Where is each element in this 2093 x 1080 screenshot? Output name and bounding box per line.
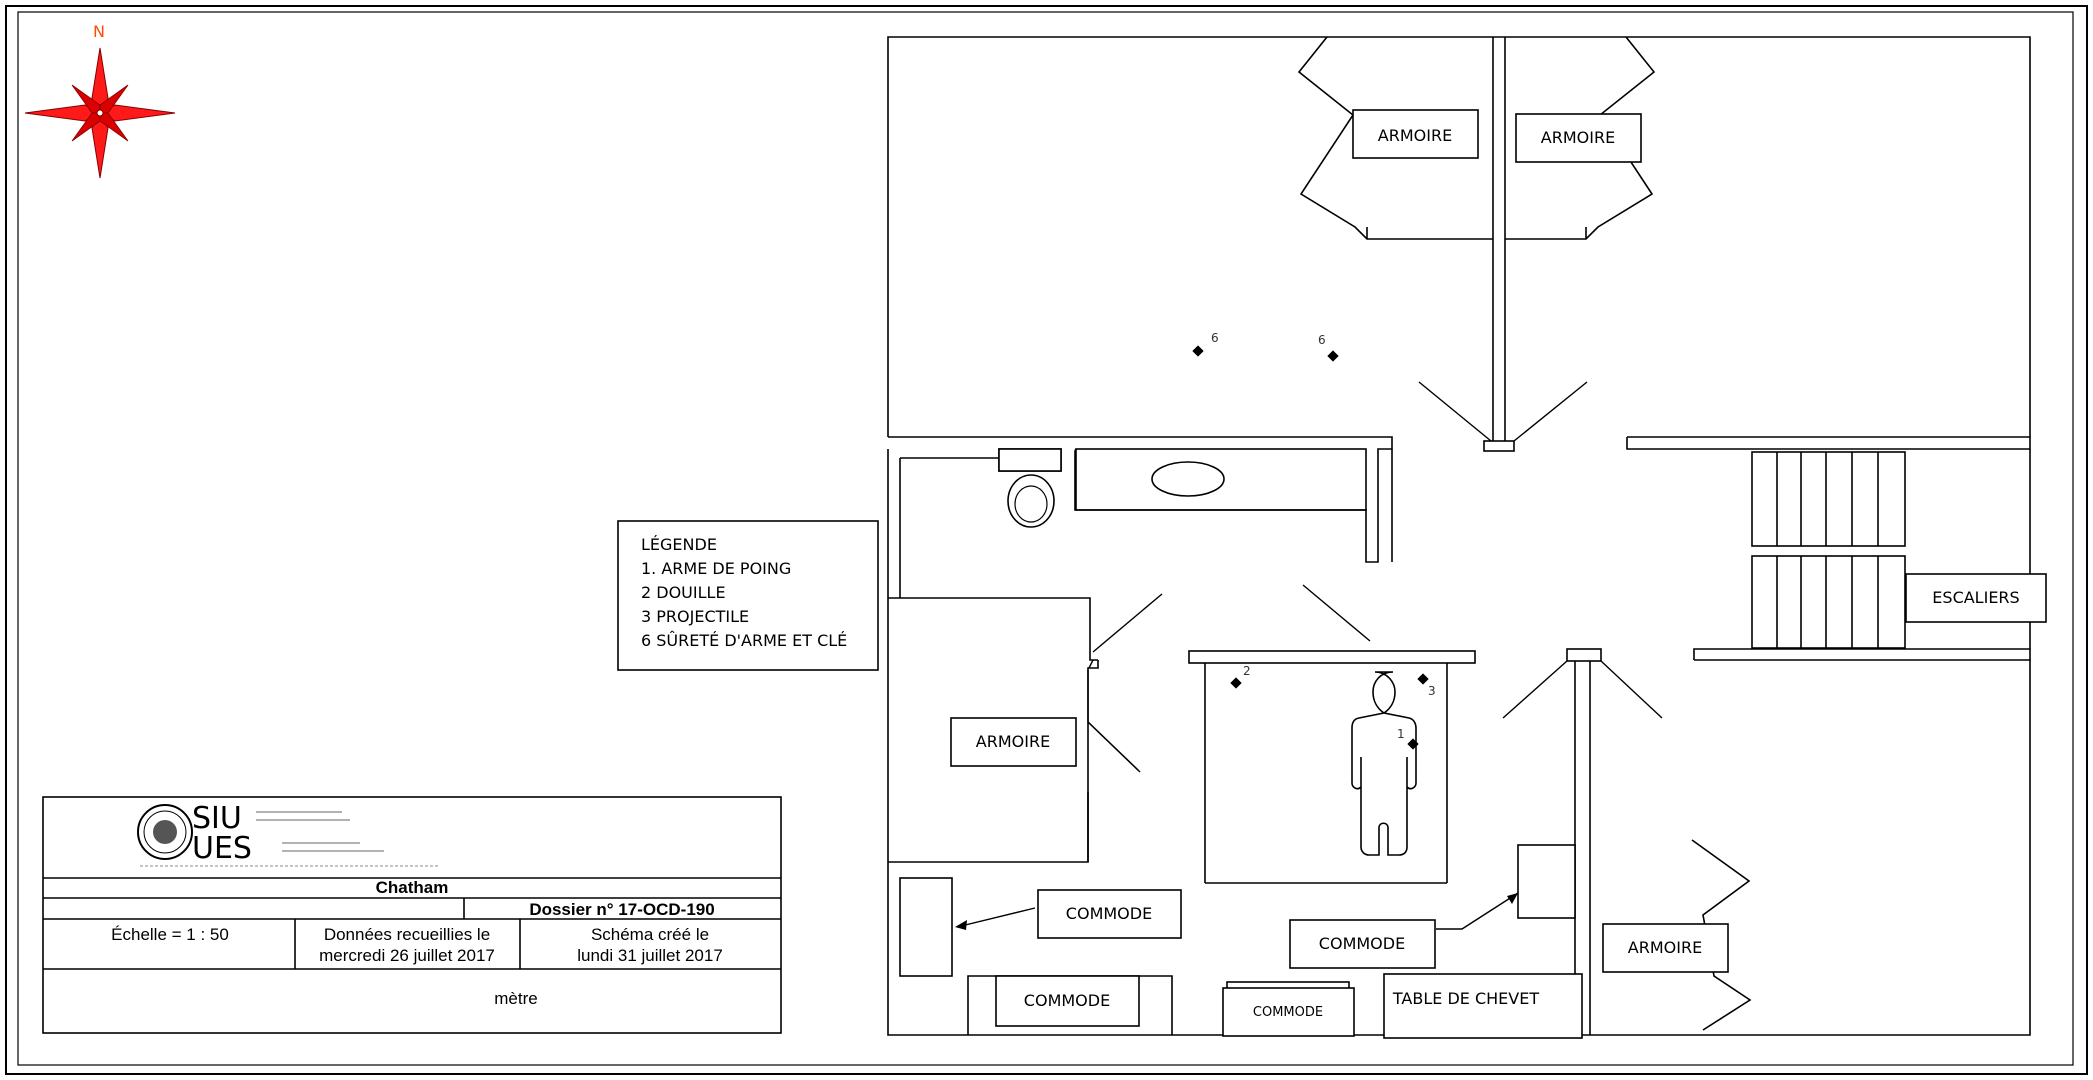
compass-north-label: N — [93, 22, 105, 41]
marker-1 — [1407, 738, 1419, 750]
title-block-drawn-1: Schéma créé le — [591, 925, 709, 944]
marker-3 — [1417, 673, 1429, 685]
title-block-location: Chatham — [376, 878, 449, 897]
label-commode-2: COMMODE — [1289, 919, 1436, 969]
legend-title: LÉGENDE — [641, 535, 717, 554]
svg-text:COMMODE: COMMODE — [1253, 1005, 1323, 1020]
marker-3-label: 3 — [1428, 684, 1436, 698]
legend-item-1: 1. ARME DE POING — [641, 559, 791, 578]
title-block: SIU UES Chatham Dossier n° 17-OCD-190 Éc… — [42, 796, 782, 1034]
marker-2-label: 2 — [1243, 664, 1251, 678]
svg-text:COMMODE: COMMODE — [1066, 904, 1152, 923]
table-chevet-shape — [1517, 844, 1576, 919]
top-armoire-doors — [1297, 36, 1656, 240]
svg-text:ESCALIERS: ESCALIERS — [1932, 588, 2019, 607]
marker-6-a — [1192, 345, 1204, 357]
inner-frame — [17, 11, 2074, 1066]
marker-6-a-label: 6 — [1211, 331, 1219, 345]
label-commode-4: COMMODE — [1222, 987, 1355, 1037]
label-armoire-top-right: ARMOIRE — [1515, 113, 1642, 163]
svg-text:TABLE DE CHEVET: TABLE DE CHEVET — [1392, 989, 1539, 1008]
floor-plan-walls — [887, 36, 2031, 1036]
marker-1-label: 1 — [1397, 727, 1405, 741]
label-escaliers: ESCALIERS — [1905, 573, 2047, 623]
body-silhouette-icon — [1351, 671, 1417, 856]
marker-6-b — [1327, 350, 1339, 362]
legend-item-3: 3 PROJECTILE — [641, 607, 749, 626]
svg-text:ARMOIRE: ARMOIRE — [1628, 938, 1702, 957]
label-armoire-top-left: ARMOIRE — [1352, 109, 1479, 159]
legend-item-4: 6 SÛRETÉ D'ARME ET CLÉ — [641, 631, 847, 650]
logo-ues-text: UES — [192, 831, 252, 866]
svg-text:COMMODE: COMMODE — [1024, 991, 1110, 1010]
outer-frame — [5, 5, 2088, 1075]
svg-text:ARMOIRE: ARMOIRE — [1541, 128, 1615, 147]
logo-siu-text: SIU — [192, 801, 242, 836]
label-armoire-bottom-right: ARMOIRE — [1602, 923, 1729, 973]
label-commode-3: COMMODE — [995, 975, 1140, 1027]
title-block-scale: Échelle = 1 : 50 — [111, 925, 229, 944]
label-commode-1: COMMODE — [1037, 889, 1182, 939]
title-block-unit: mètre — [494, 989, 537, 1008]
title-block-drawn-2: lundi 31 juillet 2017 — [577, 946, 723, 965]
svg-text:ARMOIRE: ARMOIRE — [1378, 126, 1452, 145]
svg-text:ARMOIRE: ARMOIRE — [976, 732, 1050, 751]
bathtub-icon — [1151, 461, 1225, 497]
siu-logo: SIU UES — [137, 801, 440, 867]
evidence-markers: 6 6 2 3 1 — [1192, 331, 1436, 750]
title-block-collected-2: mercredi 26 juillet 2017 — [319, 946, 495, 965]
svg-text:COMMODE: COMMODE — [1319, 934, 1405, 953]
label-armoire-left: ARMOIRE — [950, 717, 1077, 767]
legend-item-2: 2 DOUILLE — [641, 583, 726, 602]
label-table-chevet: TABLE DE CHEVET — [1383, 973, 1583, 1039]
marker-6-b-label: 6 — [1318, 333, 1326, 347]
legend-box: LÉGENDE 1. ARME DE POING 2 DOUILLE 3 PRO… — [617, 520, 879, 671]
title-block-dossier: Dossier n° 17-OCD-190 — [529, 900, 714, 919]
title-block-collected-1: Données recueillies le — [324, 925, 490, 944]
compass-rose-icon — [24, 47, 176, 179]
commode-shape-left — [899, 877, 953, 977]
door-swings — [1087, 381, 1663, 773]
marker-2 — [1230, 677, 1242, 689]
toilet-icon — [998, 448, 1062, 528]
